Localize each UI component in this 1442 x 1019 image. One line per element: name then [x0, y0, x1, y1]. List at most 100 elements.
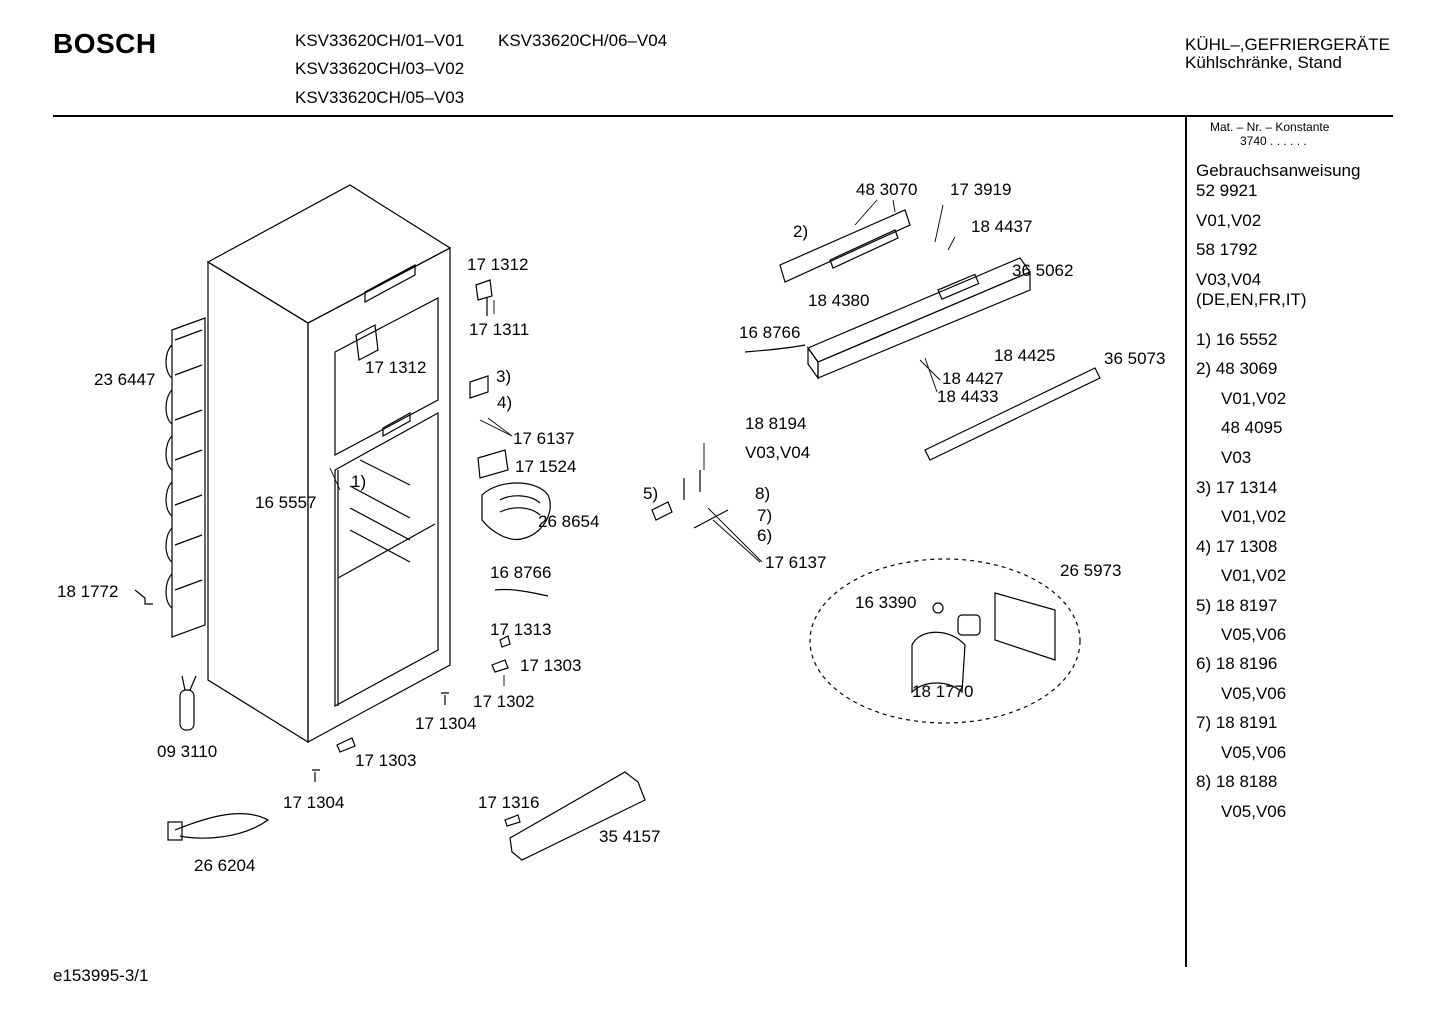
part-label: 17 6137 — [513, 429, 575, 448]
hinge-bracket — [469, 375, 489, 399]
bracket-part — [134, 589, 153, 605]
part-label: 16 3390 — [855, 593, 917, 612]
part-label: 26 5973 — [1060, 561, 1122, 580]
part-label: 26 6204 — [194, 856, 256, 875]
part-label: 36 5062 — [1012, 261, 1074, 280]
part-label: 7) — [757, 506, 773, 525]
fan-housing — [481, 482, 551, 540]
lamp-parts — [683, 470, 729, 529]
fridge-cabinet — [206, 184, 452, 744]
manual-entry: 52 9921 — [1196, 181, 1258, 200]
category-title: KÜHL–,GEFRIERGERÄTE — [1185, 35, 1390, 54]
capacitor — [179, 675, 197, 731]
note-entry: V05,V06 — [1221, 684, 1287, 703]
note-entry: 8) 18 8188 — [1196, 772, 1278, 791]
part-label: 48 3070 — [856, 180, 918, 199]
part-label: 17 1303 — [520, 656, 582, 675]
part-label: 17 3919 — [950, 180, 1012, 199]
note-entry: 2) 48 3069 — [1196, 359, 1278, 378]
hinge-pin-parts — [491, 635, 511, 673]
part-label: 16 5557 — [255, 493, 317, 512]
note-entry: 48 4095 — [1221, 418, 1283, 437]
manual-label: Gebrauchsanweisung — [1196, 161, 1361, 180]
part-label: 5) — [643, 484, 659, 503]
part-label: 3) — [496, 367, 512, 386]
part-label: 18 1772 — [57, 582, 119, 601]
note-entry: V01,V02 — [1221, 507, 1287, 526]
brand-logo: BOSCH — [53, 28, 157, 59]
condenser-coil — [165, 317, 206, 638]
part-label: 18 4380 — [808, 291, 870, 310]
part-label: 1) — [351, 472, 367, 491]
electronic-board — [779, 209, 911, 283]
part-label: 17 1316 — [478, 793, 540, 812]
part-label: 26 8654 — [538, 512, 600, 531]
part-label: 23 6447 — [94, 370, 156, 389]
model-number: KSV33620CH/01–V01 — [295, 31, 465, 50]
model-number: KSV33620CH/03–V02 — [295, 59, 465, 78]
front-trim-strip — [924, 367, 1101, 461]
header-divider — [53, 115, 1393, 117]
manual-entry: (DE,EN,FR,IT) — [1196, 290, 1307, 309]
note-entry: V05,V06 — [1221, 802, 1287, 821]
part-label: 8) — [755, 484, 771, 503]
part-label: 17 1304 — [283, 793, 345, 812]
part-label: 09 3110 — [157, 742, 218, 761]
part-label: V03,V04 — [745, 443, 811, 462]
mat-nr-value: 3740 . . . . . . — [1240, 134, 1307, 148]
leader-lines — [329, 199, 956, 686]
screw-parts — [312, 692, 449, 782]
control-panel-housing — [807, 257, 1031, 380]
part-label: 16 8766 — [739, 323, 801, 342]
note-entry: V03 — [1221, 448, 1252, 467]
part-label: 17 1312 — [467, 255, 529, 274]
cover-part — [477, 449, 509, 479]
part-label: 18 8194 — [745, 414, 807, 433]
part-label: 18 4437 — [971, 217, 1033, 236]
part-label: 17 1304 — [415, 714, 477, 733]
part-label: 17 1312 — [365, 358, 427, 377]
part-label: 36 5073 — [1104, 349, 1166, 368]
part-label: 17 1313 — [490, 620, 552, 639]
hinge-part — [475, 279, 493, 316]
holder-part — [651, 501, 673, 521]
note-entry: 1) 16 5552 — [1196, 330, 1278, 349]
part-label: 18 4433 — [937, 387, 999, 406]
note-entry: V01,V02 — [1221, 566, 1287, 585]
part-label: 18 4425 — [994, 346, 1056, 365]
tube-part — [494, 588, 549, 597]
note-entry: 4) 17 1308 — [1196, 537, 1278, 556]
part-label: 16 8766 — [490, 563, 552, 582]
part-label: 35 4157 — [599, 827, 661, 846]
part-label: 17 1311 — [469, 320, 530, 339]
foot-parts — [336, 737, 521, 827]
manual-entry: 58 1792 — [1196, 240, 1258, 259]
part-label: 17 1524 — [515, 457, 577, 476]
manual-entry: V01,V02 — [1196, 211, 1262, 230]
part-label: 17 6137 — [765, 553, 827, 572]
part-label: 18 4427 — [942, 369, 1004, 388]
tube-part — [744, 344, 806, 353]
part-label: 17 1302 — [473, 692, 535, 711]
note-entry: V05,V06 — [1221, 743, 1287, 762]
note-entry: V01,V02 — [1221, 389, 1287, 408]
part-label: 17 1303 — [355, 751, 417, 770]
part-label: 18 1770 — [912, 682, 974, 701]
mat-nr-label: Mat. – Nr. – Konstante — [1210, 120, 1330, 134]
note-entry: 5) 18 8197 — [1196, 596, 1278, 615]
part-label: 4) — [497, 393, 513, 412]
document-id: e153995-3/1 — [53, 966, 149, 985]
part-label: 2) — [793, 222, 809, 241]
fan-motor-assembly — [911, 592, 1056, 694]
part-label: 6) — [757, 526, 773, 545]
note-entry: 3) 17 1314 — [1196, 478, 1278, 497]
note-entry: 6) 18 8196 — [1196, 654, 1278, 673]
model-number: KSV33620CH/05–V03 — [295, 88, 465, 107]
power-cord — [167, 813, 270, 841]
note-entry: 7) 18 8191 — [1196, 713, 1278, 732]
sidebar-divider — [1185, 117, 1187, 967]
manual-entry: V03,V04 — [1196, 270, 1262, 289]
base-grille — [509, 771, 646, 861]
note-entry: V05,V06 — [1221, 625, 1287, 644]
